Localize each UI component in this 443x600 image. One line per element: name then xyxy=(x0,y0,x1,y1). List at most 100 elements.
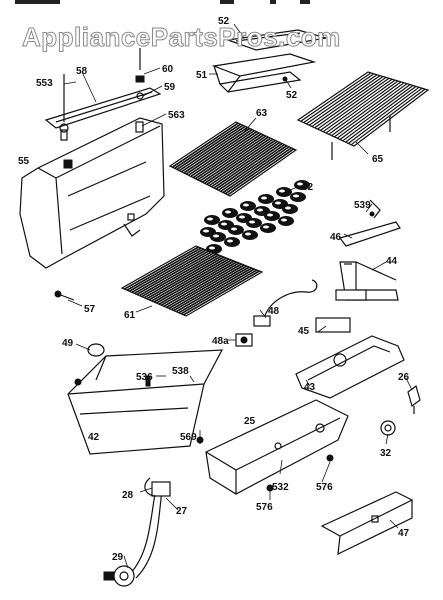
label-29: 29 xyxy=(112,552,124,563)
label-44: 44 xyxy=(386,256,398,267)
grid-bar xyxy=(211,140,278,188)
grid-bar xyxy=(311,76,384,127)
briquette-highlight xyxy=(267,213,273,217)
grid-bar xyxy=(194,133,262,180)
grid-bar xyxy=(188,129,255,176)
label-49: 49 xyxy=(62,338,74,349)
grid-bar xyxy=(180,269,258,315)
label-27: 27 xyxy=(176,506,188,517)
grid-bar xyxy=(220,145,288,193)
part-55-hood xyxy=(19,117,165,269)
label-48: 48 xyxy=(268,306,280,317)
grid-bar xyxy=(328,81,402,135)
grid-bar xyxy=(348,87,423,144)
label-45: 45 xyxy=(298,326,310,337)
label-48a: 48a xyxy=(212,336,229,347)
grid-bar xyxy=(224,147,292,195)
label-563: 563 xyxy=(168,110,185,121)
grid-bar xyxy=(176,124,244,171)
grid-bar xyxy=(322,79,396,133)
grid-bar xyxy=(138,252,215,297)
label-55: 55 xyxy=(18,156,30,167)
grid-bar xyxy=(192,132,260,179)
briquette-highlight xyxy=(207,217,213,221)
briquette-highlight xyxy=(297,182,303,186)
grid-bar xyxy=(163,262,240,308)
part-46-bracket xyxy=(338,199,401,247)
label-57: 57 xyxy=(84,304,96,315)
grid-bar xyxy=(208,139,276,187)
label-63: 63 xyxy=(256,108,268,119)
briquette-highlight xyxy=(285,206,291,210)
label-52b: 52 xyxy=(286,90,298,101)
grid-bar xyxy=(197,134,265,181)
part-57-screw xyxy=(54,290,75,301)
part-29-regulator-hose xyxy=(103,477,171,587)
part-26-valve xyxy=(407,384,421,414)
grid-bar xyxy=(146,255,222,300)
grid-bar xyxy=(306,74,378,125)
part-49-clip xyxy=(87,343,105,357)
grid-bar xyxy=(342,85,417,142)
grid-bar xyxy=(190,131,258,178)
label-532: 532 xyxy=(272,482,289,493)
grid-bar xyxy=(175,267,253,313)
grid-bar xyxy=(317,77,390,130)
grid-bar xyxy=(131,249,207,294)
briquette-highlight xyxy=(279,189,285,193)
label-65: 65 xyxy=(372,154,384,165)
briquette-highlight xyxy=(243,203,249,207)
label-553: 553 xyxy=(36,78,53,89)
label-61: 61 xyxy=(124,310,136,321)
grid-bar xyxy=(165,263,243,309)
label-58: 58 xyxy=(76,66,88,77)
part-number-labels: 52 51 52 553 58 60 59 563 55 63 65 62 53… xyxy=(18,16,410,563)
grid-bar xyxy=(156,259,232,304)
label-569: 569 xyxy=(180,432,197,443)
part-44-venturi xyxy=(335,261,399,301)
part-43-burner xyxy=(295,317,405,399)
label-47: 47 xyxy=(398,528,410,539)
grid-bar xyxy=(133,250,210,295)
label-62: 62 xyxy=(302,182,314,193)
briquette-highlight xyxy=(249,220,255,224)
grid-bar xyxy=(160,261,238,306)
briquette-highlight xyxy=(281,218,287,222)
grid-bar xyxy=(174,123,242,169)
part-42-firebox xyxy=(67,349,224,455)
watermark-text: AppliancePartsPros.com xyxy=(22,22,341,52)
part-63-grate xyxy=(168,121,298,197)
top-cropped-header xyxy=(15,0,310,4)
grid-bar xyxy=(218,143,285,191)
grid-bar xyxy=(178,125,246,172)
grid-bar xyxy=(151,257,227,302)
grid-bar xyxy=(222,146,290,194)
grid-bar xyxy=(227,148,295,196)
grid-bar xyxy=(171,122,239,168)
part-32-knob xyxy=(380,420,396,436)
grid-bar xyxy=(331,82,405,137)
grid-bar xyxy=(183,127,251,174)
part-25-control-panel xyxy=(205,399,349,495)
briquette-highlight xyxy=(227,239,233,243)
grid-bar xyxy=(148,256,225,301)
grid-bar xyxy=(153,258,230,303)
grid-bar xyxy=(204,137,272,184)
leader-lines xyxy=(63,23,413,569)
label-536: 536 xyxy=(136,372,153,383)
label-60: 60 xyxy=(162,64,174,75)
label-42: 42 xyxy=(88,432,100,443)
label-59: 59 xyxy=(164,82,176,93)
briquette-highlight xyxy=(245,232,251,236)
label-52a: 52 xyxy=(218,16,230,27)
grid-bar xyxy=(173,266,250,312)
briquette-highlight xyxy=(239,215,245,219)
part-52-51-warming-rack xyxy=(211,29,327,93)
grid-bar xyxy=(178,268,255,314)
grid-bar xyxy=(213,141,281,189)
grid-bar xyxy=(334,83,408,138)
grid-bar xyxy=(143,254,220,299)
grid-bar xyxy=(345,86,420,143)
grid-bar xyxy=(339,85,414,140)
label-538: 538 xyxy=(172,366,189,377)
